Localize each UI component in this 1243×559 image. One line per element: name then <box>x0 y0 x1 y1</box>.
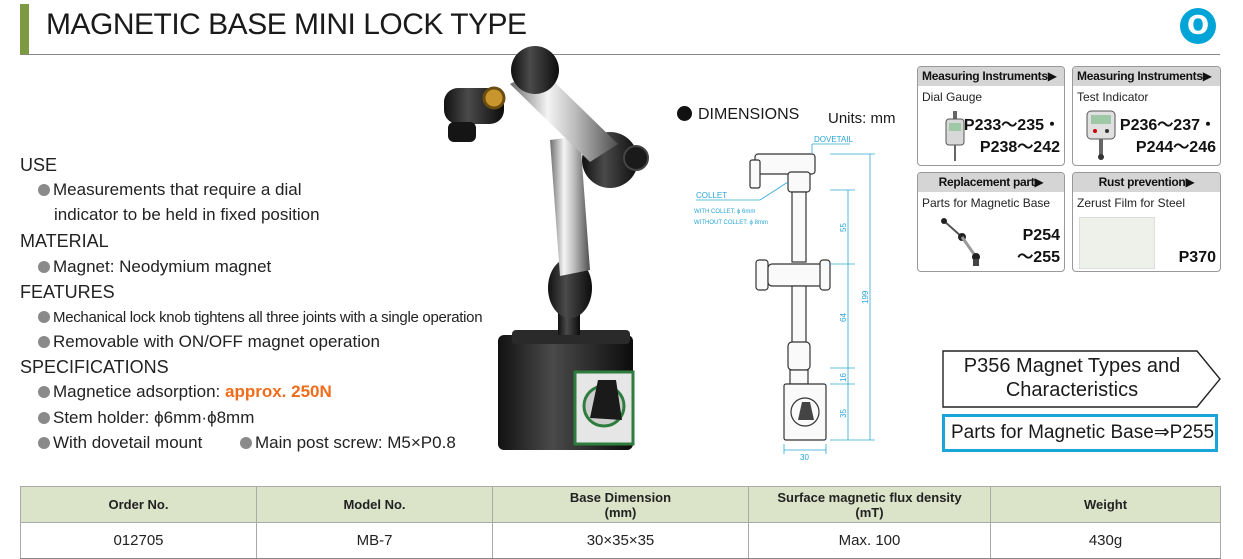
magnet-types-link-line-1: P356 Magnet Types and <box>963 355 1181 377</box>
main-post-screw-line: Main post screw: M5×P0.8 <box>240 431 456 455</box>
magnet-types-link-arrow[interactable] <box>942 350 1222 408</box>
collet-with-label: WITH COLLET: ϕ 6mm <box>694 209 755 215</box>
card-test-indicator-subtitle: Test Indicator <box>1077 90 1149 104</box>
section-badge: O <box>1180 8 1216 44</box>
stem-holder-text: Stem holder: ϕ6mm·ϕ8mm <box>53 408 255 427</box>
dimension-199: 199 <box>861 290 870 304</box>
dimension-64: 64 <box>839 313 848 322</box>
col-header-base-dimension: Base Dimension(mm) <box>492 486 749 523</box>
use-heading: USE <box>20 155 58 175</box>
parts-for-magnetic-base-link[interactable]: Parts for Magnetic Base⇒P255 <box>942 414 1218 452</box>
feature-2: Removable with ON/OFF magnet operation <box>38 330 380 354</box>
col-header-order-no: Order No. <box>20 486 257 523</box>
page-title: MAGNETIC BASE MINI LOCK TYPE <box>46 8 527 41</box>
dimension-30: 30 <box>800 453 809 462</box>
card-dial-gauge[interactable]: Measuring Instruments▶ Dial Gauge P233～2… <box>917 66 1065 166</box>
card-replacement-part-page-2: ～255 <box>1017 249 1060 266</box>
spec-table: Order No. Model No. Base Dimension(mm) S… <box>20 486 1221 559</box>
zerust-film-icon <box>1079 217 1155 269</box>
card-replacement-part-header: Replacement part▶ <box>918 173 1064 192</box>
bullet-dot <box>38 412 50 424</box>
cell-weight: 430g <box>990 522 1221 559</box>
card-test-indicator-header: Measuring Instruments▶ <box>1073 67 1220 86</box>
main-post-screw-text: Main post screw: M5×P0.8 <box>255 433 456 452</box>
dimension-16: 16 <box>839 373 848 382</box>
card-replacement-part[interactable]: Replacement part▶ Parts for Magnetic Bas… <box>917 172 1065 272</box>
card-rust-prevention-header: Rust prevention▶ <box>1073 173 1220 192</box>
magnetic-base-parts-icon <box>941 218 980 266</box>
magnetic-base-product-image <box>444 46 649 450</box>
bullet-dot <box>38 386 50 398</box>
card-rust-prevention[interactable]: Rust prevention▶ Zerust Film for Steel P… <box>1072 172 1221 272</box>
features-heading: FEATURES <box>20 282 115 302</box>
col-header-flux-density: Surface magnetic flux density(mT) <box>748 486 991 523</box>
magnet-types-link-text[interactable]: P356 Magnet Types and Characteristics <box>946 354 1198 402</box>
col-header-model-no: Model No. <box>256 486 493 523</box>
use-line-1: Measurements that require a dial <box>38 178 302 202</box>
dimensions-title-text: DIMENSIONS <box>698 106 800 123</box>
card-replacement-part-page-1: P254 <box>1022 227 1060 244</box>
adsorption-label: Magnetice adsorption: <box>53 382 225 401</box>
card-dial-gauge-page-2: P238～242 <box>979 139 1060 156</box>
dimensions-bullet <box>677 106 692 121</box>
table-header-row: Order No. Model No. Base Dimension(mm) S… <box>20 486 1221 523</box>
use-line-2: indicator to be held in fixed position <box>54 205 320 224</box>
card-dial-gauge-page-1: P233～235・ <box>963 117 1060 134</box>
dovetail-text: With dovetail mount <box>53 433 203 452</box>
card-test-indicator-page-2: P244～246 <box>1135 139 1216 156</box>
title-divider <box>20 54 1220 55</box>
specifications-heading: SPECIFICATIONS <box>20 357 169 377</box>
dovetail-line: With dovetail mount <box>38 431 202 455</box>
card-test-indicator-page-1: P236～237・ <box>1119 117 1216 134</box>
feature-1-text: Mechanical lock knob tightens all three … <box>53 309 483 326</box>
card-rust-prevention-page: P370 <box>1178 249 1216 266</box>
cell-base-dimension: 30×35×35 <box>492 522 749 559</box>
dovetail-label: DOVETAIL <box>814 135 854 144</box>
material-line-text: Magnet: Neodymium magnet <box>53 257 272 276</box>
bullet-dot <box>38 311 50 323</box>
col-header-weight: Weight <box>990 486 1221 523</box>
magnet-types-link-line-2: Characteristics <box>1005 379 1139 401</box>
title-accent-bar <box>20 4 29 54</box>
adsorption-line: Magnetice adsorption: approx. 250N <box>38 380 332 404</box>
stem-holder-line: Stem holder: ϕ6mm·ϕ8mm <box>38 406 254 430</box>
material-heading: MATERIAL <box>20 231 109 251</box>
feature-1: Mechanical lock knob tightens all three … <box>38 306 483 330</box>
table-row: 012705 MB-7 30×35×35 Max. 100 430g <box>20 522 1221 559</box>
dimensions-title: DIMENSIONS <box>677 106 799 124</box>
collet-without-label: WITHOUT COLLET: ϕ 8mm <box>694 220 768 226</box>
card-test-indicator[interactable]: Measuring Instruments▶ Test Indicator P2… <box>1072 66 1221 166</box>
bullet-dot <box>38 261 50 273</box>
dimension-35: 35 <box>839 409 848 418</box>
cell-model-no: MB-7 <box>256 522 493 559</box>
bullet-dot <box>240 437 252 449</box>
test-indicator-icon <box>1086 110 1116 160</box>
card-rust-prevention-subtitle: Zerust Film for Steel <box>1077 196 1186 210</box>
material-line: Magnet: Neodymium magnet <box>38 255 271 279</box>
dial-gauge-icon <box>945 111 965 161</box>
bullet-dot <box>38 336 50 348</box>
collet-label: COLLET <box>696 191 727 200</box>
section-badge-letter: O <box>1186 11 1210 41</box>
feature-2-text: Removable with ON/OFF magnet operation <box>53 332 380 351</box>
bullet-dot <box>38 437 50 449</box>
dimensions-units: Units: mm <box>828 110 896 127</box>
use-line-1-text: Measurements that require a dial <box>53 180 302 199</box>
card-replacement-part-subtitle: Parts for Magnetic Base <box>922 196 1051 210</box>
cell-flux-density: Max. 100 <box>748 522 991 559</box>
cell-order-no: 012705 <box>20 522 257 559</box>
dimension-drawing: DOVETAIL COLLET WITH COLLET: ϕ 6mm WITHO… <box>694 135 875 462</box>
card-dial-gauge-header: Measuring Instruments▶ <box>918 67 1064 86</box>
adsorption-value: approx. 250N <box>225 382 332 401</box>
bullet-dot <box>38 184 50 196</box>
card-dial-gauge-subtitle: Dial Gauge <box>922 90 983 104</box>
dimension-55: 55 <box>839 223 848 232</box>
